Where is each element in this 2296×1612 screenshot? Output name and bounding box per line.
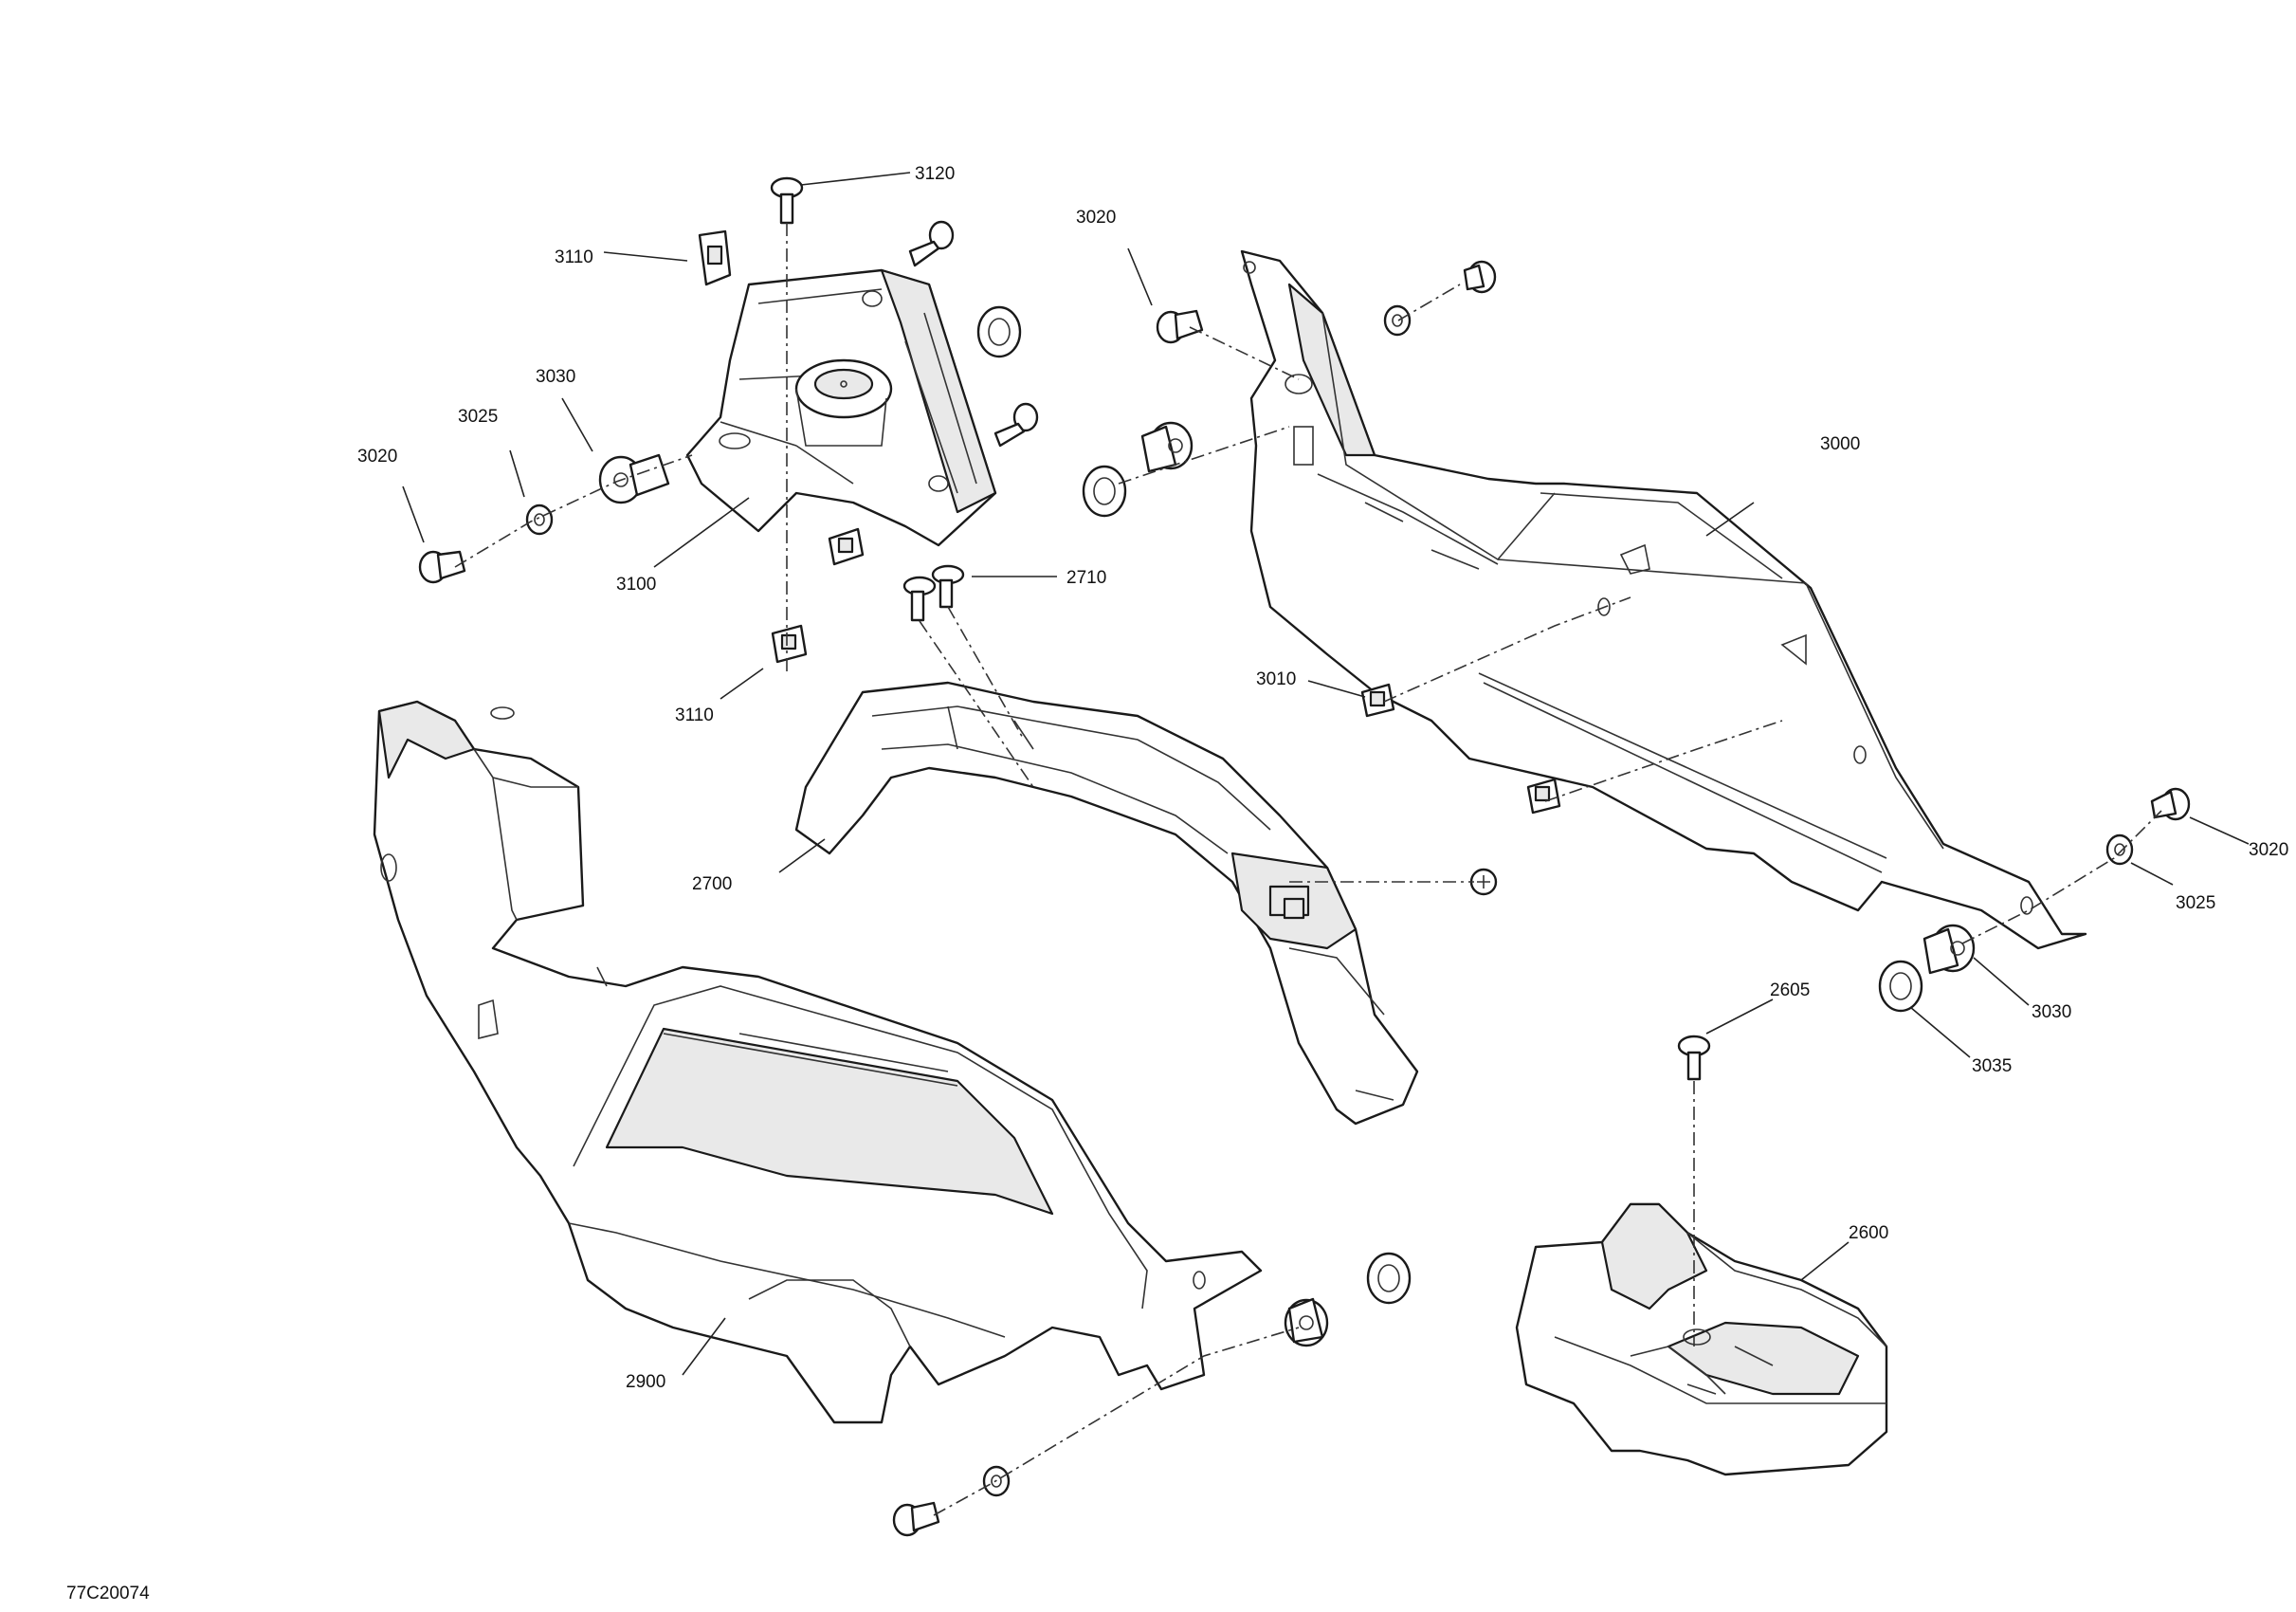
push-rivet-icon	[892, 1501, 940, 1537]
tray-2600	[1515, 1202, 1888, 1476]
callout-2900: 2900	[626, 1372, 665, 1392]
callout-3025: 3025	[2176, 893, 2215, 913]
panel-2700	[794, 681, 1419, 1126]
clip-nut-icon	[1526, 778, 1561, 815]
washer-icon	[1366, 1252, 1412, 1305]
screw-icon	[902, 576, 937, 622]
bracket-3100	[685, 268, 997, 547]
callout-3030: 3030	[536, 367, 575, 387]
callout-3110: 3110	[555, 247, 593, 267]
washer-icon	[2105, 833, 2134, 866]
washer-icon	[1878, 960, 1923, 1013]
washer-icon	[1383, 304, 1412, 337]
screw-icon	[931, 564, 965, 609]
callout-3120: 3120	[915, 164, 955, 184]
clip-nut-icon	[698, 229, 732, 286]
push-rivet-icon	[1463, 260, 1497, 294]
callout-3035: 3035	[1972, 1056, 2012, 1076]
screw-icon	[993, 402, 1039, 448]
callout-3020: 3020	[2249, 840, 2288, 860]
push-rivet-icon	[2150, 787, 2191, 821]
figure-id: 77C20074	[66, 1584, 150, 1603]
callout-3110: 3110	[675, 705, 714, 725]
washer-icon	[976, 305, 1022, 358]
callout-3010: 3010	[1256, 669, 1296, 689]
washer-icon	[525, 504, 554, 536]
callout-2600: 2600	[1849, 1223, 1888, 1243]
screw-icon	[1469, 868, 1498, 896]
callout-labels: 3120 3110 3020 3030 3025 3020 3100 3110 …	[357, 164, 2288, 1392]
screw-icon	[770, 176, 804, 225]
callout-3000: 3000	[1820, 434, 1860, 454]
push-rivet-icon	[1156, 309, 1204, 344]
callout-3020: 3020	[357, 447, 397, 467]
grommet-icon	[1922, 924, 1976, 975]
push-rivet-icon	[418, 550, 466, 584]
screw-icon	[1677, 1035, 1711, 1081]
clip-nut-icon	[828, 527, 865, 566]
clip-nut-icon	[771, 624, 808, 664]
panel-2900	[373, 700, 1263, 1424]
callout-2710: 2710	[1066, 568, 1106, 588]
assembly-lines	[454, 223, 2162, 1516]
callout-3030: 3030	[2032, 1002, 2071, 1022]
screw-icon	[908, 220, 955, 267]
clip-nut-icon	[1360, 683, 1395, 718]
callout-3025: 3025	[458, 407, 498, 427]
washer-icon	[1082, 465, 1127, 518]
leader-lines	[402, 172, 2250, 1376]
grommet-icon	[1140, 421, 1194, 473]
callout-3100: 3100	[616, 575, 656, 595]
callout-2700: 2700	[692, 874, 732, 894]
callout-3020: 3020	[1076, 208, 1116, 228]
grommet-icon	[1284, 1297, 1329, 1347]
callout-2605: 2605	[1770, 980, 1810, 1000]
panel-3000	[1240, 249, 2087, 950]
grommet-icon	[598, 453, 670, 504]
